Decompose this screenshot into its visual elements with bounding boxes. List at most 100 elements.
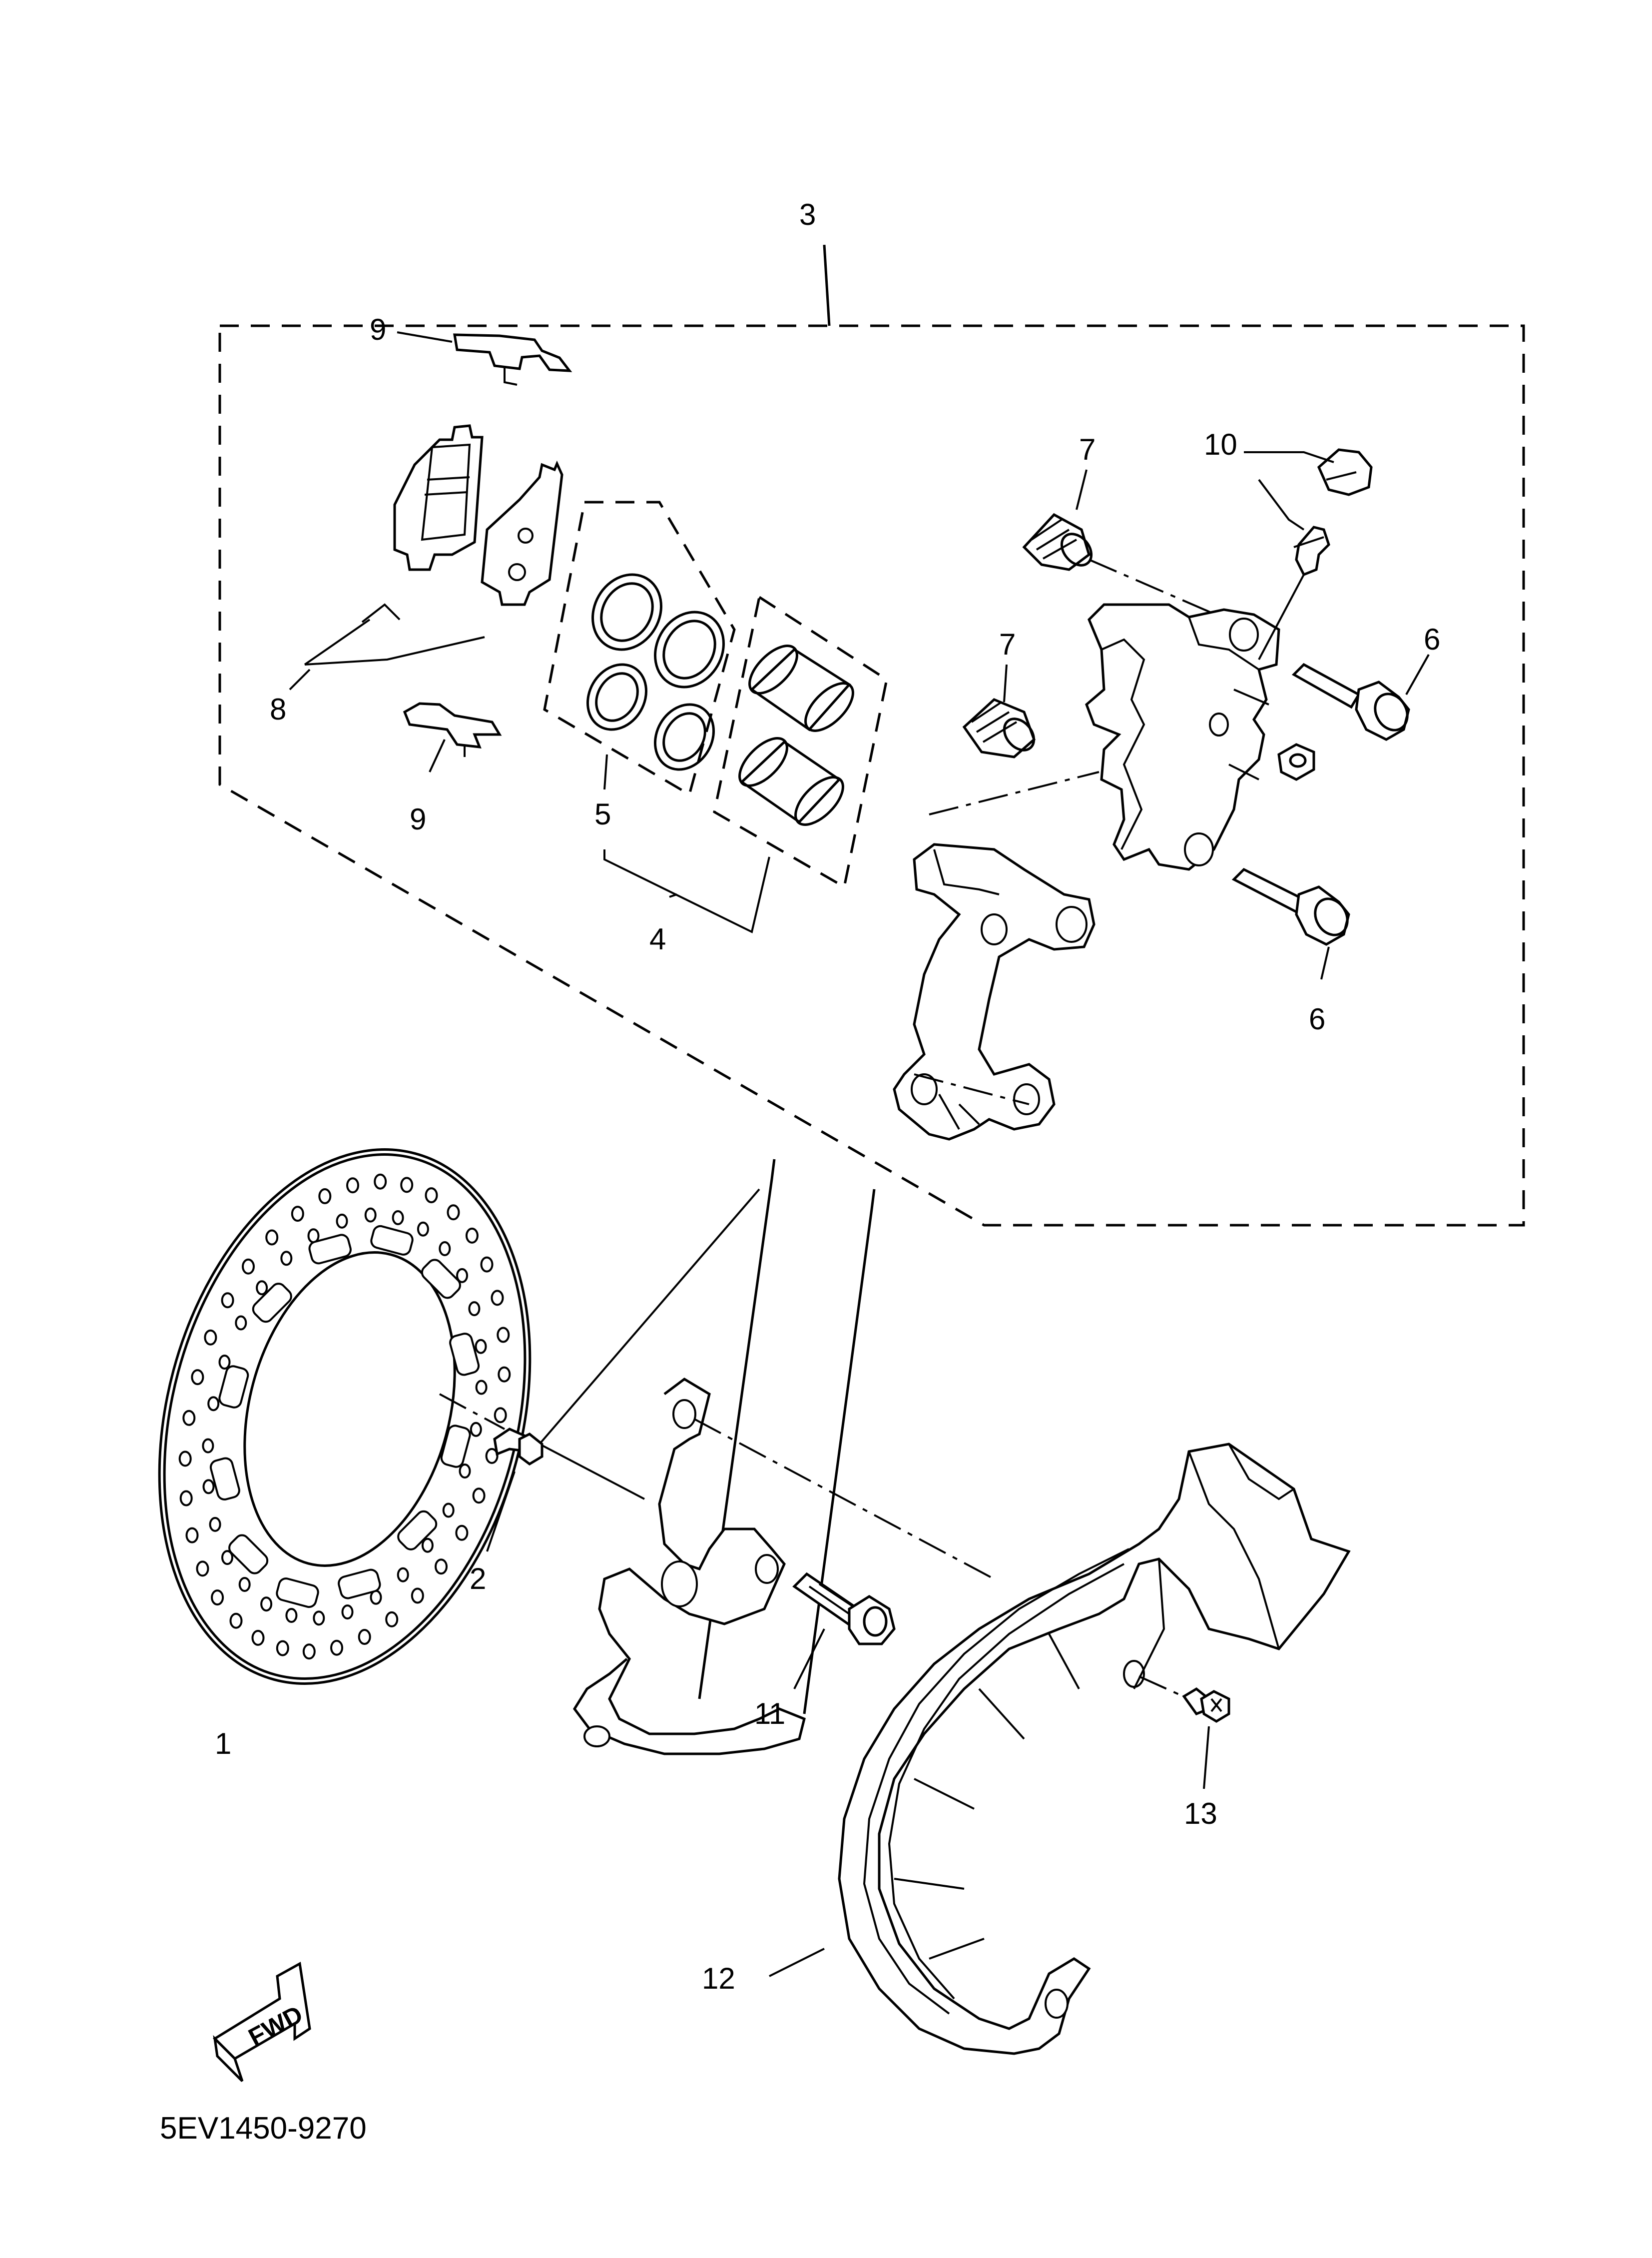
piston-seal-kit-part [543, 501, 736, 796]
disc-vent-hole [465, 1227, 479, 1244]
disc-vent-hole [385, 1611, 399, 1627]
disc-vent-hole [459, 1464, 471, 1479]
bleeder-nut-part [1277, 743, 1315, 781]
disc-vent-hole [209, 1516, 221, 1532]
bleed-screw-set-part [1244, 448, 1373, 660]
caliper-assembly-boundary [218, 244, 1525, 1227]
disc-vent-hole [400, 1177, 414, 1193]
disc-vent-hole [442, 1503, 455, 1518]
disc-vent-hole [475, 1380, 488, 1395]
disc-vent-hole [421, 1537, 434, 1553]
callout-12: 12 [702, 1962, 735, 1995]
disc-vent-hole [235, 1315, 247, 1331]
disc-vent-hole [182, 1410, 196, 1426]
disc-vent-hole [207, 1396, 220, 1412]
callout-3: 3 [799, 198, 816, 231]
boot-part-lower [962, 664, 1036, 758]
cover-screw-part [1182, 1687, 1230, 1789]
disc-slot [397, 1510, 438, 1550]
disc-vent-hole [470, 1422, 482, 1437]
disc-vent-hole [191, 1369, 204, 1386]
disc-vent-hole [374, 1173, 387, 1190]
pad-support-part-top [397, 331, 572, 386]
callout-labels: 1 2 3 4 5 6 6 7 7 8 9 9 10 11 12 13 [215, 198, 1440, 1995]
disc-slot [218, 1365, 249, 1409]
disc-slot [421, 1259, 461, 1299]
disc-vent-hole [265, 1229, 279, 1246]
callout-9a: 9 [370, 313, 386, 346]
disc-vent-hole [494, 1407, 507, 1424]
disc-vent-hole [364, 1207, 377, 1223]
disc-vent-hole [185, 1527, 199, 1543]
disc-vent-hole [251, 1629, 265, 1646]
pad-pin-bolt-part-upper [1291, 654, 1430, 741]
disc-vent-hole [204, 1329, 217, 1346]
disc-slot [440, 1425, 471, 1468]
callout-7b: 7 [999, 628, 1016, 661]
disc-vent-hole [202, 1479, 215, 1495]
callout-7a: 7 [1079, 433, 1096, 466]
disc-slot [252, 1283, 292, 1323]
disc-vent-hole [260, 1596, 273, 1612]
brake-disc-part [158, 1148, 532, 1685]
disc-slot [276, 1577, 319, 1608]
callout-leaders-4-5 [603, 754, 770, 933]
disc-vent-hole [485, 1448, 499, 1464]
disc-slot [370, 1225, 414, 1256]
disc-vent-hole [456, 1268, 468, 1283]
disc-vent-hole [196, 1560, 209, 1577]
disc-vent-hole [202, 1438, 214, 1454]
fwd-arrow-icon: FWD [212, 1962, 311, 2082]
caliper-body-part [929, 603, 1280, 871]
disc-vent-hole [291, 1206, 304, 1222]
disc-cover-part [769, 1443, 1351, 2055]
disc-vent-hole [330, 1639, 343, 1656]
callout-6a: 6 [1424, 623, 1440, 656]
disc-vent-hole [435, 1558, 448, 1575]
callout-10: 10 [1204, 428, 1237, 461]
disc-vent-hole [447, 1204, 460, 1221]
disc-vent-hole [439, 1241, 451, 1256]
part-number-code: 5EV1450-9270 [160, 2111, 367, 2146]
boot-part-upper [1022, 469, 1239, 626]
disc-slot [449, 1333, 480, 1376]
disc-vent-hole [358, 1629, 371, 1645]
callout-2: 2 [470, 1562, 486, 1595]
caliper-bracket-part [893, 843, 1096, 1141]
callout-1: 1 [215, 1727, 231, 1760]
disc-vent-hole [221, 1292, 234, 1309]
disc-vent-hole [211, 1589, 224, 1606]
disc-vent-hole [280, 1251, 293, 1266]
disc-vent-hole [302, 1643, 316, 1660]
disc-vent-hole [480, 1256, 494, 1273]
disc-vent-hole [238, 1577, 251, 1592]
disc-vent-hole [178, 1451, 192, 1467]
callout-8: 8 [270, 693, 286, 726]
disc-vent-hole [397, 1567, 409, 1582]
disc-vent-hole [475, 1339, 487, 1354]
disc-slot [228, 1534, 269, 1574]
disc-vent-hole [472, 1488, 486, 1504]
disc-vent-hole [392, 1210, 404, 1225]
brake-pad-part [289, 424, 563, 691]
callout-11: 11 [754, 1697, 785, 1730]
callout-6b: 6 [1309, 1002, 1325, 1036]
pad-support-part-bottom [403, 702, 502, 772]
disc-vent-hole [455, 1524, 469, 1541]
caliper-seal-kit-part [713, 595, 888, 889]
disc-vent-hole [336, 1213, 348, 1229]
disc-slot [308, 1234, 352, 1265]
disc-vent-hole [341, 1604, 354, 1620]
disc-slot [209, 1457, 240, 1501]
disc-vent-hole [498, 1366, 511, 1383]
fork-leg-part [539, 1159, 995, 1755]
disc-bolt-part [486, 1428, 544, 1552]
disc-vent-hole [497, 1327, 510, 1343]
disc-vent-hole [468, 1301, 481, 1317]
disc-vent-hole [411, 1587, 424, 1604]
disc-vent-hole [179, 1490, 193, 1506]
caliper-bolt-part [792, 1572, 896, 1689]
disc-vent-hole [221, 1550, 233, 1565]
disc-vent-hole [313, 1610, 325, 1626]
